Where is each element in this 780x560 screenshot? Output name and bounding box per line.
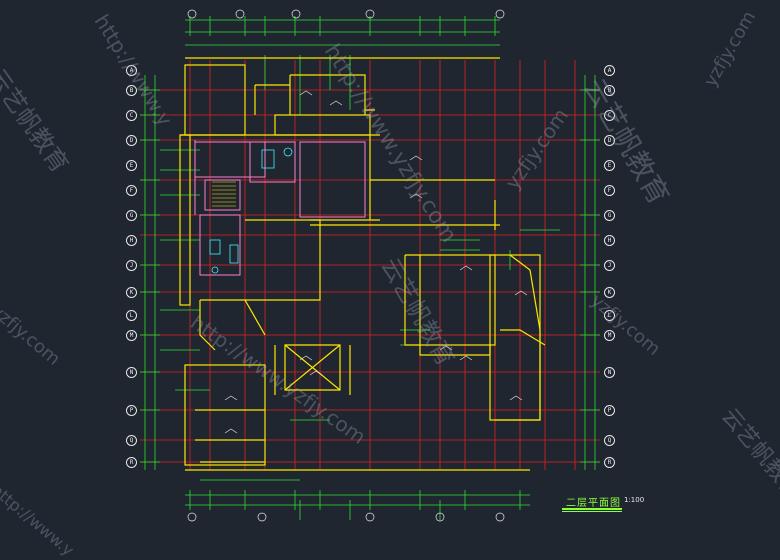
axis-bubble-left: J — [126, 260, 137, 271]
axis-bubble-right: R — [604, 457, 615, 468]
floor-plan-svg[interactable] — [0, 0, 780, 529]
axis-bubble-left: F — [126, 185, 137, 196]
axis-bubble-right: E — [604, 160, 615, 171]
axis-bubble-left: P — [126, 405, 137, 416]
axis-bubble-right: M — [604, 330, 615, 341]
title-underline-thin — [562, 511, 622, 512]
axis-bubble-right: F — [604, 185, 615, 196]
axis-bubble-right: C — [604, 110, 615, 121]
axis-bubble-left: Q — [126, 435, 137, 446]
axis-bubble-right: J — [604, 260, 615, 271]
drawing-title: 二层平面图 — [566, 498, 621, 509]
axis-bubble-left: N — [126, 367, 137, 378]
axis-bubble-right: A — [604, 65, 615, 76]
axis-bubble-left: C — [126, 110, 137, 121]
room-outlines — [194, 140, 366, 276]
axis-bubbles-top — [187, 9, 505, 522]
title-underline — [562, 508, 622, 510]
annotations — [224, 90, 528, 434]
stair-hatch — [212, 181, 236, 207]
axis-bubble-right: Q — [604, 435, 615, 446]
axis-bubble-right: G — [604, 210, 615, 221]
axis-bubble-left: E — [126, 160, 137, 171]
drawing-scale: 1:100 — [624, 496, 645, 504]
axis-bubble-right: N — [604, 367, 615, 378]
axis-bubble-left: H — [126, 235, 137, 246]
walls — [179, 57, 546, 471]
axis-bubble-right: H — [604, 235, 615, 246]
axis-bubble-left: K — [126, 287, 137, 298]
axis-bubble-right: P — [604, 405, 615, 416]
axis-bubble-left: L — [126, 310, 137, 321]
axis-bubble-right: K — [604, 287, 615, 298]
axis-bubble-left: M — [126, 330, 137, 341]
axis-bubble-left: D — [126, 135, 137, 146]
dimension-lines — [140, 16, 600, 520]
axis-bubble-right: B — [604, 85, 615, 96]
axis-bubble-right: L — [604, 310, 615, 321]
axis-bubble-left: G — [126, 210, 137, 221]
axis-bubble-left: R — [126, 457, 137, 468]
axis-bubble-right: D — [604, 135, 615, 146]
axis-bubble-left: B — [126, 85, 137, 96]
fixtures — [209, 147, 293, 274]
axis-bubble-left: A — [126, 65, 137, 76]
